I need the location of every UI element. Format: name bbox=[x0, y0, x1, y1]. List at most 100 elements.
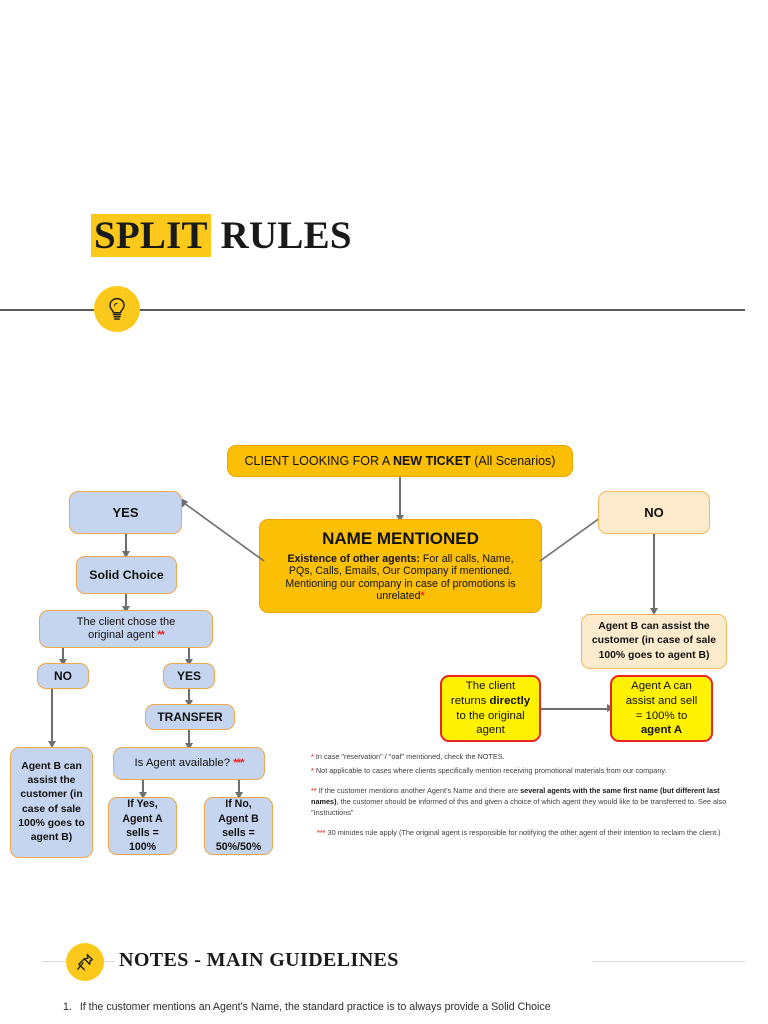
pushpin-icon bbox=[66, 943, 104, 981]
footnote-1-text: In case "reservation" / "oaf" mentioned,… bbox=[313, 752, 505, 761]
arrowhead-transfer-to-available bbox=[184, 743, 193, 750]
node-client-chose-original: The client chose the original agent ** bbox=[39, 610, 213, 648]
node-right-agent-b-assist-label: Agent B can assist the customer (in case… bbox=[591, 620, 717, 661]
arrowhead-rightno-to-agentb bbox=[649, 608, 658, 615]
arrow-top-to-center bbox=[399, 477, 401, 519]
node-agent-a-l1: Agent A can bbox=[631, 679, 692, 692]
footnote-4: *** 30 minutes rule apply (The original … bbox=[311, 828, 736, 839]
node-left-no: NO bbox=[37, 663, 89, 689]
node-client-returns-l3: to the original bbox=[456, 709, 525, 722]
node-transfer: TRANSFER bbox=[145, 704, 235, 730]
node-name-mentioned-l4: unrelated bbox=[376, 590, 421, 603]
node-chose-l2-text: original agent bbox=[88, 629, 158, 641]
node-name-mentioned: NAME MENTIONED Existence of other agents… bbox=[259, 519, 542, 613]
node-client-returns-l1: The client bbox=[465, 679, 516, 692]
arrow-available-to-ifyes bbox=[142, 780, 144, 796]
node-is-agent-available-label: Is Agent available? bbox=[134, 756, 234, 769]
title-divider bbox=[0, 309, 745, 311]
arrow-yes2-to-transfer bbox=[188, 689, 190, 703]
node-if-yes-agent-a: If Yes, Agent A sells = 100% bbox=[108, 797, 177, 855]
node-agent-a-sell: Agent A can assist and sell = 100% to ag… bbox=[610, 675, 713, 742]
node-name-mentioned-l2: PQs, Calls, Emails, Our Company if menti… bbox=[288, 565, 513, 578]
footnote-2-marker: * bbox=[311, 765, 314, 775]
arrowhead-available-to-ifyes bbox=[138, 792, 147, 799]
node-right-no-label: NO bbox=[644, 504, 664, 520]
arrow-chose-to-no bbox=[62, 648, 64, 663]
arrow-transfer-to-available bbox=[188, 730, 190, 747]
arrowhead-yes2-to-transfer bbox=[184, 700, 193, 707]
arrow-yes-to-solid bbox=[125, 534, 127, 555]
footnotes-block: * In case "reservation" / "oaf" mentione… bbox=[311, 752, 736, 842]
footnote-3-marker: ** bbox=[311, 785, 317, 795]
arrowhead-yes-to-solid bbox=[121, 551, 130, 558]
node-client-returns-l2a: returns bbox=[450, 694, 490, 707]
node-name-mentioned-lead: Existence of other agents: bbox=[287, 552, 420, 565]
arrow-solid-to-chose bbox=[125, 594, 127, 610]
footnote-3-bold: several agents with the same first name … bbox=[311, 785, 720, 806]
footnote-marker-double: ** bbox=[157, 629, 165, 641]
node-agent-a-l2: assist and sell bbox=[625, 694, 698, 707]
footnote-3: ** If the customer mentions another Agen… bbox=[311, 786, 736, 819]
node-is-agent-available: Is Agent available? *** bbox=[113, 747, 265, 780]
notes-rule-left bbox=[42, 961, 70, 962]
footnote-4-text: 30 minutes rule apply (The original agen… bbox=[325, 827, 721, 837]
node-client-returns-l4: agent bbox=[476, 724, 505, 737]
arrow-center-to-yes bbox=[178, 497, 265, 562]
node-agent-a-l3: = 100% to bbox=[635, 709, 688, 722]
node-chose-l1: The client chose the bbox=[76, 616, 176, 629]
node-if-no-agent-b: If No, Agent B sells = 50%/50% bbox=[204, 797, 273, 855]
node-right-no: NO bbox=[598, 491, 710, 534]
page-title-highlight: SPLIT bbox=[91, 214, 211, 257]
arrowhead-chose-to-yes2 bbox=[184, 659, 193, 666]
node-left-yes: YES bbox=[69, 491, 182, 534]
node-solid-choice: Solid Choice bbox=[76, 556, 177, 594]
footnote-3-text-b: , the customer should be informed of thi… bbox=[311, 796, 727, 817]
node-right-agent-b-assist: Agent B can assist the customer (in case… bbox=[581, 614, 727, 669]
node-top-text-c: (All Scenarios) bbox=[470, 453, 556, 468]
node-left-yes2-label: YES bbox=[176, 668, 201, 683]
notes-rule-mid bbox=[100, 961, 114, 962]
node-if-yes-agent-a-label: If Yes, Agent A sells = 100% bbox=[122, 798, 163, 854]
arrow-available-to-ifno bbox=[238, 780, 240, 796]
node-solid-choice-label: Solid Choice bbox=[89, 567, 164, 582]
node-is-agent-available-text: Is Agent available? *** bbox=[134, 756, 244, 770]
node-chose-l2: original agent ** bbox=[88, 629, 165, 642]
page-title: SPLIT RULES bbox=[91, 213, 352, 258]
arrow-returns-to-agenta bbox=[541, 708, 609, 710]
node-left-agent-b-assist: Agent B can assist the customer (in case… bbox=[10, 747, 93, 858]
guideline-item-1-text: If the customer mentions an Agent's Name… bbox=[79, 1001, 551, 1013]
node-client-returns-directly: The client returns directly to the origi… bbox=[440, 675, 541, 742]
node-agent-a-l4: agent A bbox=[640, 724, 683, 737]
node-name-mentioned-l3: Mentioning our company in case of promot… bbox=[285, 577, 516, 590]
footnote-1: * In case "reservation" / "oaf" mentione… bbox=[311, 752, 736, 763]
node-top-text-a: CLIENT LOOKING FOR A bbox=[244, 453, 393, 468]
arrow-chose-to-yes2 bbox=[188, 648, 190, 663]
arrowhead-solid-to-chose bbox=[121, 606, 130, 613]
notes-rule-right bbox=[592, 961, 745, 962]
page-title-rest: RULES bbox=[210, 214, 352, 257]
notes-section-title: NOTES - MAIN GUIDELINES bbox=[119, 949, 399, 971]
lightbulb-icon bbox=[94, 286, 140, 332]
arrowhead-chose-to-no bbox=[58, 659, 67, 666]
guideline-item-1-number: 1. bbox=[63, 1001, 72, 1013]
node-client-returns-l2: returns directly bbox=[451, 694, 530, 709]
footnote-1-marker: * bbox=[311, 752, 314, 761]
node-name-mentioned-heading: NAME MENTIONED bbox=[322, 529, 479, 549]
arrowhead-top-to-center bbox=[395, 515, 404, 522]
node-left-yes2: YES bbox=[163, 663, 215, 689]
node-left-yes-label: YES bbox=[112, 504, 139, 520]
footnote-3-text-a: If the customer mentions another Agent's… bbox=[316, 785, 521, 795]
node-left-no-label: NO bbox=[54, 668, 72, 683]
arrow-no-to-agentb bbox=[51, 689, 53, 745]
node-top-text-b: NEW TICKET bbox=[392, 453, 471, 468]
arrowhead-no-to-agentb bbox=[47, 741, 56, 748]
node-name-mentioned-l1: For all calls, Name, bbox=[419, 552, 514, 565]
footnote-4-marker: *** bbox=[317, 827, 326, 837]
arrowhead-available-to-ifno bbox=[234, 792, 243, 799]
node-if-no-agent-b-label: If No, Agent B sells = 50%/50% bbox=[215, 798, 262, 854]
node-client-returns-l2b: directly bbox=[489, 694, 531, 707]
footnote-2: * Not applicable to cases where clients … bbox=[311, 766, 736, 777]
node-client-looking-new-ticket: CLIENT LOOKING FOR A NEW TICKET (All Sce… bbox=[227, 445, 573, 477]
node-transfer-label: TRANSFER bbox=[157, 709, 223, 724]
arrow-rightno-to-agentb bbox=[653, 534, 655, 612]
